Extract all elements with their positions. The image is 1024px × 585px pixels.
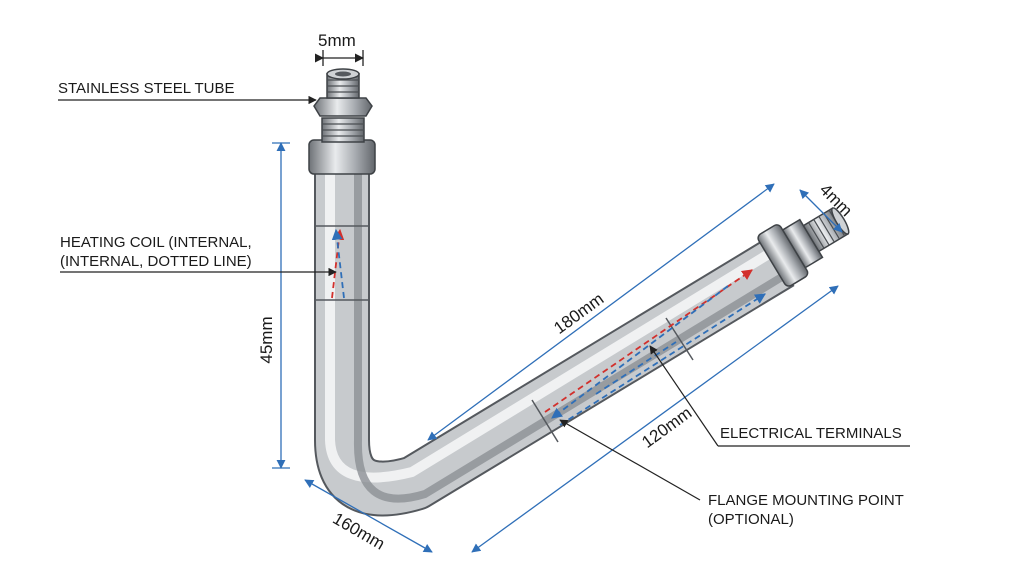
dimension-lines — [272, 50, 843, 553]
label-electrical-terminals: ELECTRICAL TERMINALS — [720, 425, 902, 442]
label-stainless-steel-tube: STAINLESS STEEL TUBE — [58, 80, 234, 97]
label-heating-coil-line2: (INTERNAL, DOTTED LINE) — [60, 253, 252, 270]
tube-body — [314, 155, 795, 517]
dim-vertical: 45mm — [257, 316, 276, 363]
top-fitting — [308, 68, 376, 175]
leader-lines — [58, 95, 910, 501]
label-heating-coil-line1: HEATING COIL (INTERNAL, — [60, 234, 252, 251]
label-flange-mounting-line1: FLANGE MOUNTING POINT — [708, 492, 904, 509]
dim-top-width: 5mm — [318, 31, 356, 50]
label-flange-mounting-line2: (OPTIONAL) — [708, 511, 794, 528]
